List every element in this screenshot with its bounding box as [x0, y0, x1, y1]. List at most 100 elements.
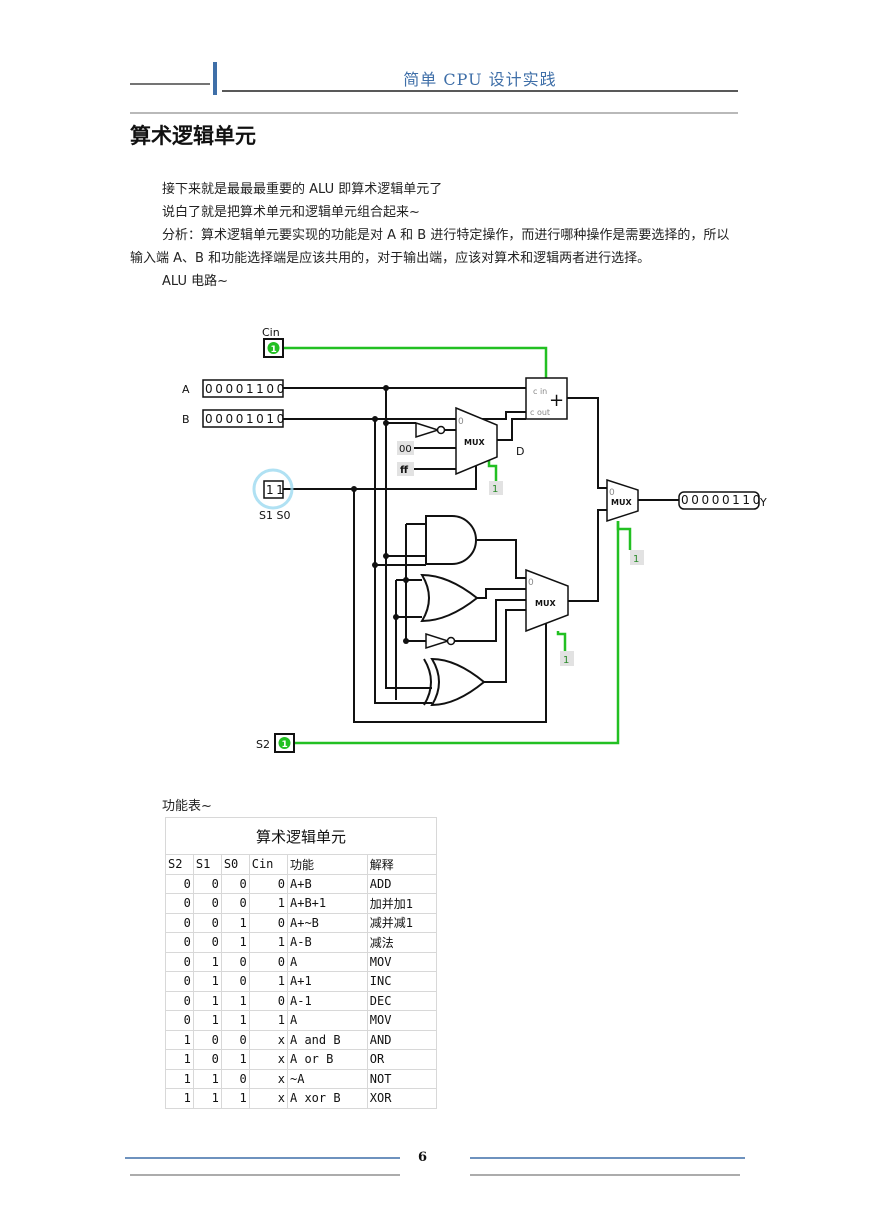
- table-cell: 0: [165, 912, 194, 933]
- s2-led-value: 1: [282, 740, 288, 750]
- table-cell: 1: [220, 1010, 250, 1031]
- mux-label: MUX: [535, 599, 556, 608]
- table-cell: 0: [248, 951, 289, 972]
- table-cell: 0: [165, 932, 194, 953]
- table-cell: MOV: [366, 951, 438, 972]
- table-cell: 0: [165, 951, 194, 972]
- adder-cout-label: c out: [530, 408, 550, 417]
- table-cell: 1: [165, 1029, 194, 1050]
- mux-zero-label: 0: [609, 488, 615, 498]
- table-cell: 0: [248, 990, 289, 1011]
- mux-label: MUX: [464, 438, 485, 447]
- table-cell: 0: [220, 893, 250, 914]
- table-header-row: S2 S1 S0 Cin 功能 解释: [165, 854, 438, 875]
- paragraph: ALU 电路~: [162, 274, 229, 289]
- table-cell: 0: [220, 873, 250, 894]
- table-cell: AND: [366, 1029, 438, 1050]
- table-cell: NOT: [366, 1068, 438, 1089]
- table-cell: x: [248, 1029, 289, 1050]
- table-cell: A and B: [287, 1029, 368, 1050]
- table-cell: 1: [192, 1088, 222, 1109]
- table-cell: 减并减1: [366, 912, 438, 933]
- const-ff-box: [397, 462, 414, 476]
- section-title: 算术逻辑单元: [130, 124, 256, 148]
- s2-label: S2: [256, 738, 270, 751]
- table-cell: 1: [220, 990, 250, 1011]
- table-cell: OR: [366, 1049, 438, 1070]
- probe-value: 1: [633, 554, 639, 565]
- table-header-cell: 解释: [366, 854, 438, 875]
- a-value: 00001100: [205, 382, 287, 396]
- y-label: Y: [759, 496, 767, 509]
- table-cell: A: [287, 1010, 368, 1031]
- y-output-pin: [678, 491, 760, 510]
- probe-box: [560, 651, 574, 666]
- table-cell: x: [248, 1088, 289, 1109]
- table-cell: 0: [220, 1029, 250, 1050]
- adder-symbol: +: [549, 390, 564, 411]
- table-header-cell: S1: [192, 854, 222, 875]
- b-value: 00001010: [205, 412, 287, 426]
- const-00-box: [397, 441, 414, 455]
- a-input-pin: [202, 379, 284, 398]
- table-cell: 0: [165, 990, 194, 1011]
- table-cell: 1: [192, 951, 222, 972]
- table-cell: ADD: [366, 873, 438, 894]
- table-caption: 功能表~: [162, 799, 212, 814]
- b-label: B: [182, 413, 190, 426]
- footer-rules: [125, 1157, 745, 1176]
- table-cell: 1: [220, 1049, 250, 1070]
- adder: [525, 377, 568, 420]
- table-cell: 0: [192, 893, 222, 914]
- table-cell: 0: [192, 1029, 222, 1050]
- header-title: 简单 CPU 设计实践: [403, 70, 557, 89]
- table-cell: x: [248, 1049, 289, 1070]
- or-gate: [420, 573, 479, 623]
- table-cell: 0: [248, 873, 289, 894]
- alu-circuit-diagram: Cin 1 A B 00001100 00001010 11 S1 S0 S2 …: [182, 326, 767, 753]
- table-cell: 1: [220, 1088, 250, 1109]
- table-cell: 减法: [366, 932, 438, 953]
- selection-highlight: [252, 468, 294, 510]
- not-gate: [415, 421, 441, 439]
- header-rules: [130, 62, 738, 114]
- d-label: D: [516, 445, 524, 458]
- table-cell: A+B: [287, 873, 368, 894]
- table-cell: 1: [248, 893, 289, 914]
- cin-led: [267, 342, 280, 354]
- table-cell: 0: [192, 1049, 222, 1070]
- table-cell: x: [248, 1068, 289, 1089]
- not-gate: [425, 632, 451, 650]
- output-mux: [606, 478, 639, 523]
- table-cell: DEC: [366, 990, 438, 1011]
- table-cell: 1: [165, 1049, 194, 1070]
- paragraph: 说白了就是把算术单元和逻辑单元组合起来~: [162, 205, 420, 220]
- table-header-cell: S0: [220, 854, 250, 875]
- table-cell: 1: [248, 932, 289, 953]
- and-gate: [425, 515, 477, 565]
- mux-label: MUX: [611, 498, 632, 507]
- table-cell: 加并加1: [366, 893, 438, 914]
- probe-box: [489, 481, 503, 495]
- table-cell: 0: [220, 951, 250, 972]
- table-cell: A+1: [287, 971, 368, 992]
- table-cell: 1: [248, 971, 289, 992]
- table-cell: 0: [192, 932, 222, 953]
- a-label: A: [182, 383, 190, 396]
- probe-value: 1: [492, 484, 498, 495]
- table-title-row: 算术逻辑单元: [165, 817, 437, 855]
- table-cell: 1: [220, 912, 250, 933]
- table-header-cell: 功能: [287, 854, 368, 875]
- table-cell: 0: [248, 912, 289, 933]
- cin-label: Cin: [262, 326, 280, 339]
- page-number: 6: [417, 1150, 428, 1165]
